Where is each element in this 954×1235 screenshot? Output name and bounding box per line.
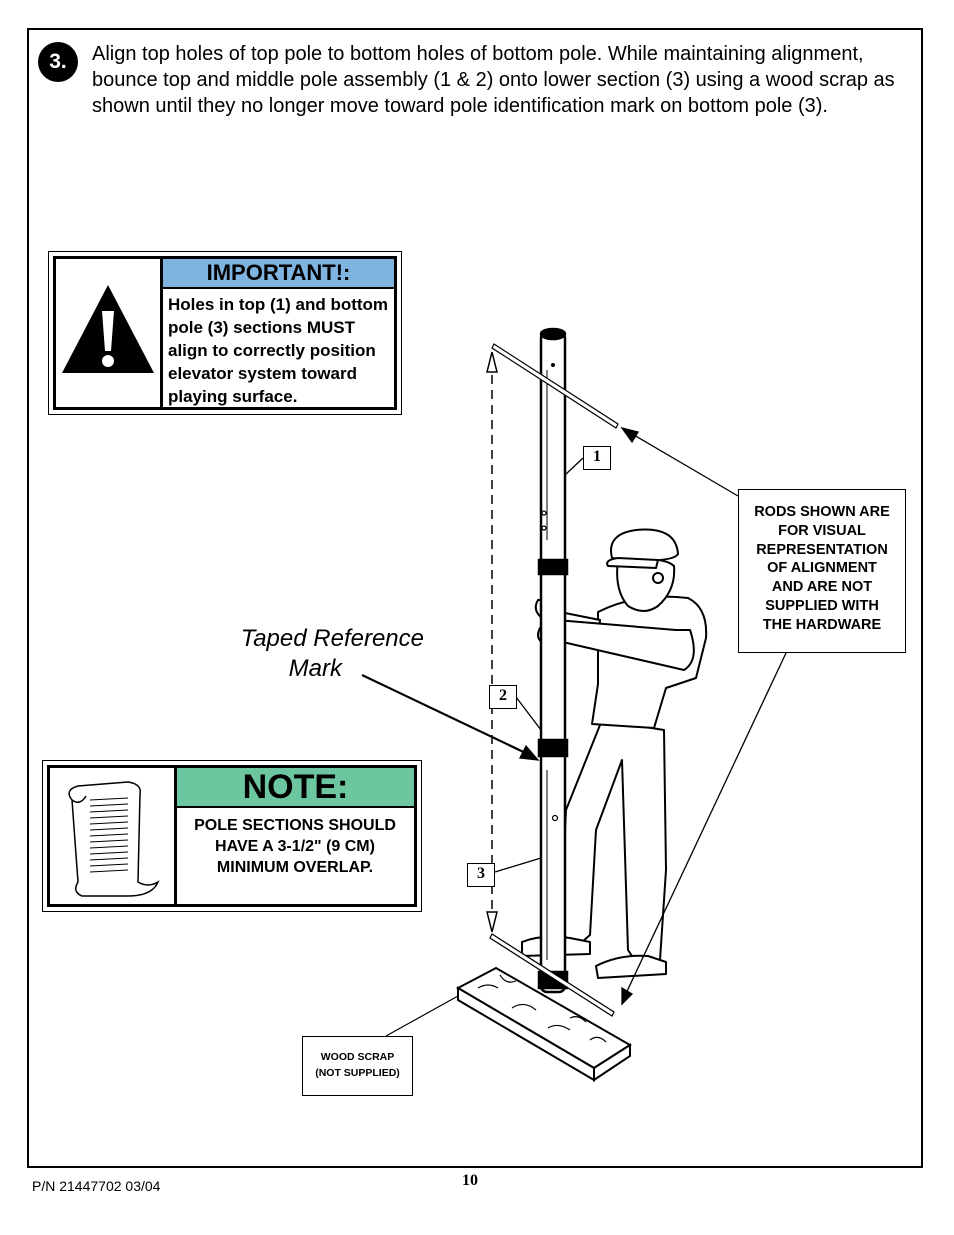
important-icon-cell [56, 259, 163, 407]
note-text: POLE SECTIONS SHOULD HAVE A 3-1/2" (9 CM… [194, 817, 396, 876]
rods-note-line7: THE HARDWARE [762, 616, 882, 633]
rods-note-line6: SUPPLIED WITH [765, 597, 879, 614]
important-box-inner: IMPORTANT!: Holes in top (1) and bottom … [53, 256, 397, 410]
important-title: IMPORTANT!: [163, 259, 394, 289]
part-number: P/N 21447702 03/04 [32, 1178, 161, 1194]
rods-note-line5: AND ARE NOT [771, 579, 873, 596]
leader-lines [361, 426, 787, 1006]
rods-note-line1: RODS SHOWN ARE [754, 504, 890, 520]
page-frame [27, 28, 923, 1168]
note-box-inner: NOTE: POLE SECTIONS SHOULD HAVE A 3-1/2"… [47, 765, 417, 907]
pole [537, 327, 569, 994]
rods-note-line2: FOR VISUAL [778, 522, 866, 539]
important-text: Holes in top (1) and bottom pole (3) sec… [168, 295, 389, 406]
rods-note-line3: REPRESENTATION [756, 541, 888, 558]
wood-scrap-note-box: WOOD SCRAP (NOT SUPPLIED) [302, 1036, 413, 1096]
step-instruction: Align top holes of top pole to bottom ho… [92, 43, 895, 117]
note-title: NOTE: [177, 768, 414, 808]
callout-1: 1 [583, 446, 611, 470]
wood-note-line2: (NOT SUPPLIED) [315, 1067, 400, 1079]
warning-triangle-icon [62, 285, 154, 373]
rods-note-line4: OF ALIGNMENT [767, 560, 877, 577]
taped-label-line1: Taped Reference [240, 625, 424, 652]
step-number-badge: 3. [38, 42, 78, 82]
document-scroll-icon [68, 781, 160, 897]
page-number: 10 [462, 1172, 478, 1189]
important-box: IMPORTANT!: Holes in top (1) and bottom … [48, 251, 402, 415]
callout-2: 2 [489, 685, 517, 709]
alignment-rods [489, 343, 619, 1017]
man-figure [521, 528, 708, 979]
rods-note-box: RODS SHOWN ARE FOR VISUAL REPRESENTATION… [738, 489, 906, 653]
taped-label-line2: Mark [288, 655, 342, 682]
note-icon-cell [50, 768, 177, 904]
wood-note-line1: WOOD SCRAP [320, 1051, 395, 1063]
note-box: NOTE: POLE SECTIONS SHOULD HAVE A 3-1/2"… [42, 760, 422, 912]
dashed-measure-line [486, 351, 498, 933]
taped-reference-label: Taped Reference Mark [200, 624, 424, 684]
callout-3: 3 [467, 863, 495, 887]
